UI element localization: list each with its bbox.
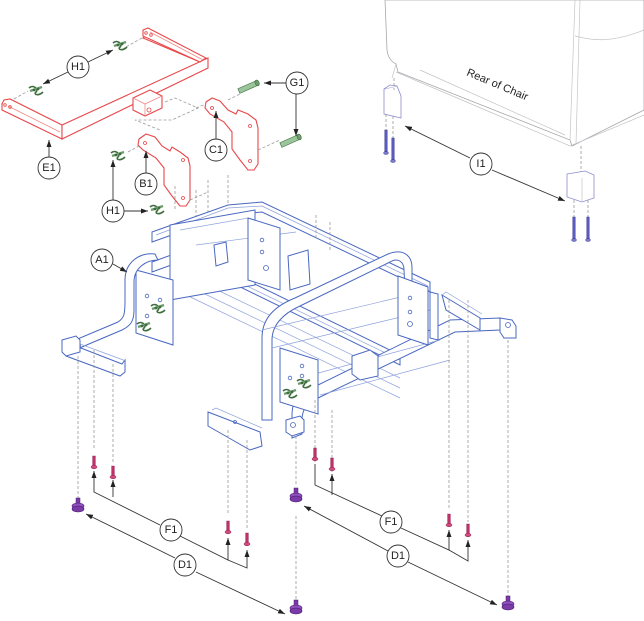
- screw-icon: [243, 532, 251, 547]
- hitch-pin-icon: [111, 40, 129, 51]
- callout-F1-left: F1: [159, 518, 183, 542]
- glide-icon: [71, 497, 85, 513]
- corner-screw-icon: [585, 216, 591, 242]
- screw-icon: [311, 447, 319, 462]
- screw-icon: [464, 523, 472, 538]
- svg-text:E1: E1: [42, 162, 55, 174]
- screw-icon: [328, 457, 336, 472]
- callout-H1-side: H1: [101, 199, 125, 223]
- screw-icon: [109, 465, 117, 480]
- svg-text:G1: G1: [290, 77, 305, 89]
- seat-mount-bracket: [0, 27, 209, 140]
- corner-screw-icon: [390, 137, 396, 163]
- svg-text:C1: C1: [209, 144, 223, 156]
- svg-text:D1: D1: [178, 559, 192, 571]
- callout-F1-right: F1: [379, 510, 403, 534]
- svg-text:F1: F1: [165, 524, 178, 536]
- callout-D1-right: D1: [386, 544, 410, 568]
- screw-icon: [445, 513, 453, 528]
- callout-B1: B1: [134, 172, 158, 196]
- glide-icon: [501, 595, 515, 611]
- screw-icon: [90, 455, 98, 470]
- glide-icon: [289, 487, 303, 503]
- clevis-pin-icon: [237, 79, 260, 94]
- hitch-pin-icon: [109, 150, 127, 161]
- svg-text:H1: H1: [106, 205, 120, 217]
- svg-text:I1: I1: [476, 158, 485, 170]
- chair-rear-outline: [384, 0, 644, 147]
- corner-screw-icon: [571, 216, 577, 242]
- svg-text:B1: B1: [139, 178, 152, 190]
- callout-H1-top: H1: [66, 55, 90, 79]
- callout-E1: E1: [37, 156, 61, 180]
- callout-I1: I1: [469, 152, 493, 176]
- svg-text:F1: F1: [385, 516, 398, 528]
- svg-text:H1: H1: [71, 61, 85, 73]
- corner-screw-icon: [383, 129, 389, 155]
- hitch-pin-icon: [148, 204, 166, 215]
- callout-D1-left: D1: [173, 553, 197, 577]
- screw-icon: [224, 520, 232, 535]
- svg-text:A1: A1: [95, 254, 108, 266]
- svg-text:D1: D1: [391, 550, 405, 562]
- callout-C1: C1: [204, 138, 228, 162]
- base-frame: [61, 201, 517, 451]
- hitch-pin-icon: [27, 85, 45, 96]
- clevis-pin-icon: [279, 133, 302, 148]
- corner-block-left: [383, 84, 402, 119]
- callout-A1: A1: [90, 248, 114, 272]
- callout-G1: G1: [285, 71, 309, 95]
- corner-block-right: [566, 170, 595, 203]
- glide-icon: [289, 599, 303, 615]
